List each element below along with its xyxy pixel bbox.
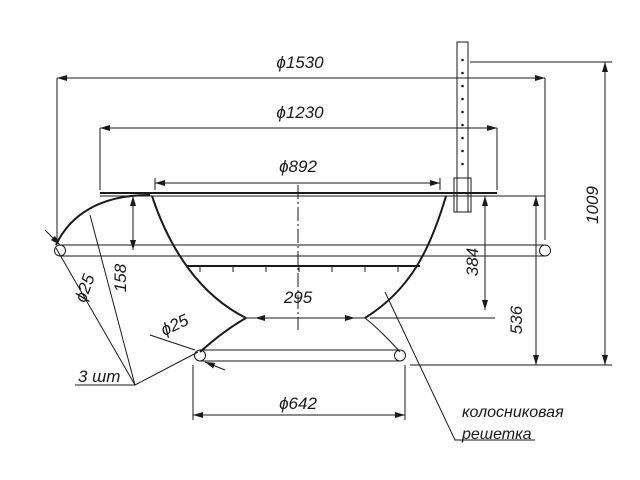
dim-outer-diameter: ϕ1530 [276, 53, 324, 72]
dim-total-height: 1009 [583, 186, 602, 224]
quantity-note: 3 шт [78, 367, 120, 386]
dim-ring-tube-diameter: ϕ25 [158, 310, 192, 339]
dim-rim-diameter: ϕ1230 [276, 103, 324, 122]
dimension-lines [44, 61, 612, 441]
dim-bowl-depth: 384 [463, 248, 482, 276]
dim-handle-tube-diameter: ϕ25 [71, 271, 99, 305]
handles [54, 194, 551, 257]
grate-label-line2: решетка [461, 426, 532, 443]
dim-stand-height: 536 [507, 305, 526, 334]
stand [194, 317, 406, 362]
dim-bowl-top-diameter: ϕ892 [279, 157, 317, 176]
dim-ring-diameter: ϕ642 [279, 394, 317, 413]
dim-bottom-width: 295 [283, 288, 313, 307]
grate [186, 265, 420, 272]
grate-label-line1: колосниковая [462, 404, 564, 421]
vertical-post [453, 41, 472, 213]
dim-handle-offset: 158 [111, 263, 130, 292]
bowl [100, 185, 497, 330]
